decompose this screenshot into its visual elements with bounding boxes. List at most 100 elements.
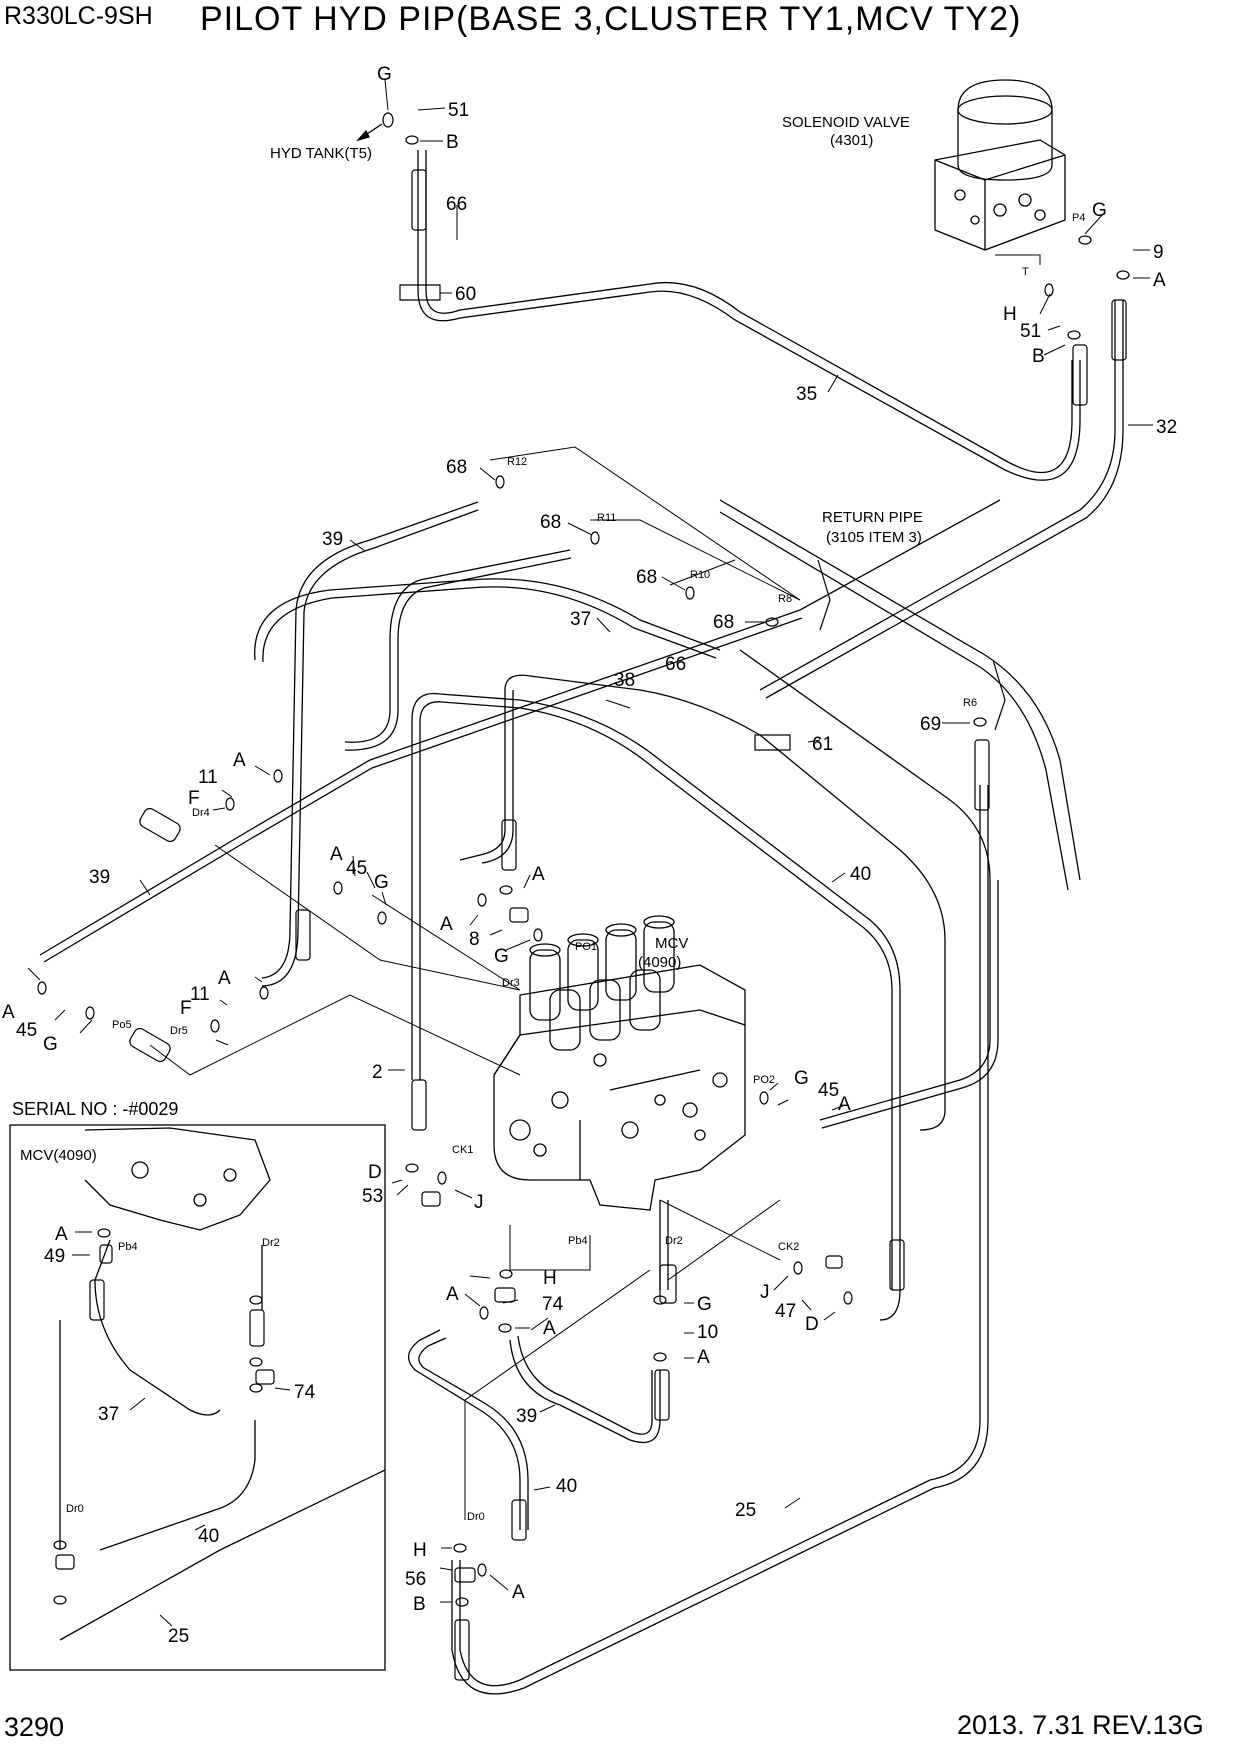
label-mcv-code: (4090) [638,954,681,971]
callout: 68 [540,512,561,533]
label-solenoid-valve: SOLENOID VALVE [782,114,910,131]
port-dr2: Dr2 [665,1235,683,1247]
callout: 61 [812,734,833,755]
callout: D [368,1162,382,1183]
callout: 69 [920,714,941,735]
callout: 40 [198,1526,219,1547]
label-hyd-tank: HYD TANK(T5) [270,145,372,162]
label-inset-mcv: MCV(4090) [20,1147,97,1164]
callout: 38 [614,670,635,691]
callout: 51 [1020,321,1041,342]
callout: 51 [448,100,469,121]
solenoid-valve-4301 [934,79,1066,251]
callout: 25 [735,1500,756,1521]
callout: 25 [168,1626,189,1647]
inset-port-dr0: Dr0 [66,1503,84,1515]
port-labels: P4 T R12 R11 R10 R8 R6 Dr4 Dr3 PO1 Po5 D… [66,212,1085,1523]
callout: A [838,1094,851,1115]
callout: 66 [446,194,467,215]
callout: H [413,1540,427,1561]
callout: 45 [16,1020,37,1041]
callout: 2 [372,1062,383,1083]
port-r11: R11 [597,512,616,524]
callout: 37 [98,1404,119,1425]
callout: G [697,1294,712,1315]
callout: 68 [446,457,467,478]
callout: A [233,750,246,771]
callout: 39 [322,529,343,550]
callout: G [794,1068,809,1089]
callout: A [512,1582,525,1603]
callout: 39 [89,867,110,888]
inset-mcv-detail [59,1127,386,1641]
callout: A [446,1284,459,1305]
callout: A [532,864,545,885]
label-serial-no: SERIAL NO : -#0029 [12,1099,178,1119]
page-title: PILOT HYD PIP(BASE 3,CLUSTER TY1,MCV TY2… [200,0,1022,38]
callout: 39 [516,1406,537,1427]
callout: G [43,1034,58,1055]
callout: F [180,998,192,1019]
callout: D [805,1314,819,1335]
callout: 37 [570,609,591,630]
callout: 47 [775,1301,796,1322]
port-r12: R12 [507,456,527,468]
callout: 8 [469,929,480,950]
port-r8: R8 [778,593,792,605]
port-ck1: CK1 [452,1144,473,1156]
label-return-pipe-ref: (3105 ITEM 3) [826,529,922,546]
callout: 56 [405,1569,426,1590]
pipe-routes [39,150,1124,1695]
callout-labels: G 51 B 66 60 G 9 A H 51 B 35 32 68 68 68… [2,64,1177,1647]
revision-date: 2013. 7.31 REV.13G [957,1710,1204,1740]
callout: 9 [1153,242,1164,263]
callout: 74 [542,1294,564,1315]
callout: 66 [665,654,686,675]
label-mcv: MCV [655,935,688,952]
callout: J [760,1282,770,1303]
fittings [37,112,1130,1681]
callout: 68 [713,612,734,633]
label-return-pipe: RETURN PIPE [822,509,923,526]
callout: G [374,872,389,893]
callout: B [446,132,459,153]
callout: 49 [44,1246,65,1267]
port-ck2: CK2 [778,1241,799,1253]
callout: B [1032,346,1045,367]
callout: A [543,1318,556,1339]
port-t: T [1022,266,1029,278]
hyd-tank-arrowhead [356,129,370,142]
serial-inset-frame [9,1124,386,1671]
port-r6: R6 [963,697,977,709]
callout: 11 [198,767,218,788]
callout: 68 [636,567,657,588]
port-dr3: Dr3 [502,977,520,989]
annotation-labels: HYD TANK(T5) SOLENOID VALVE (4301) RETUR… [12,114,923,1164]
label-solenoid-valve-code: (4301) [830,132,873,149]
callout: H [1003,304,1017,325]
callout: 10 [697,1322,718,1343]
callout: G [494,946,509,967]
callout: A [1153,270,1166,291]
callout: J [474,1192,484,1213]
callout: 74 [294,1382,316,1403]
callout: F [188,788,200,809]
callout: A [218,968,231,989]
callout: A [330,844,343,865]
callout: A [55,1224,68,1245]
reference-lines [149,254,1041,1520]
callout: 35 [796,384,817,405]
port-po2: PO2 [753,1074,775,1086]
port-pb4: Pb4 [568,1235,588,1247]
port-po1: PO1 [575,941,597,953]
callout: G [1092,200,1107,221]
model-number: R330LC-9SH [4,2,153,30]
callout: 32 [1156,417,1177,438]
callout: G [377,64,392,85]
port-p4: P4 [1072,212,1085,224]
port-dr5: Dr5 [170,1025,188,1037]
inset-port-pb4: Pb4 [118,1241,138,1253]
callout: 40 [556,1476,577,1497]
callout: A [440,914,453,935]
